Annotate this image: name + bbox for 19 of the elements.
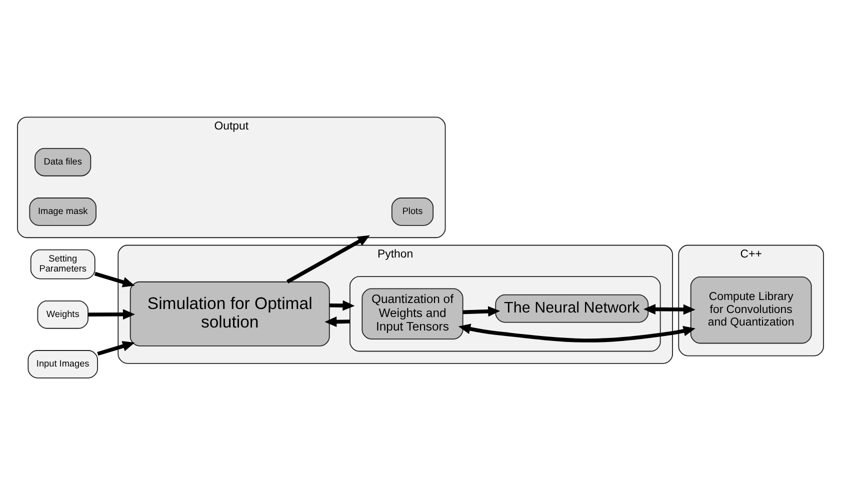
arrow [458, 324, 696, 342]
node-box: Data files [34, 148, 92, 176]
arrow [462, 306, 500, 317]
arrow [643, 304, 696, 315]
arrow [324, 316, 350, 328]
node-box: Input Images [28, 350, 98, 378]
cluster [350, 276, 661, 352]
node-box: The Neural Network [495, 294, 649, 323]
arrow [94, 272, 135, 288]
arrow [88, 309, 135, 320]
node-box: Weights [37, 300, 88, 329]
node-box: Plots [391, 198, 434, 226]
node-box: Simulation for Optimal solution [130, 281, 330, 346]
arrow [329, 300, 355, 311]
node-box: Quantization of Weights and Input Tensors [362, 288, 464, 340]
arrow [286, 235, 370, 284]
node-box: Setting Parameters [30, 249, 96, 280]
node-box: Image mask [29, 198, 96, 226]
node-box: Compute Library for Convolutions and Quantization [690, 276, 812, 344]
